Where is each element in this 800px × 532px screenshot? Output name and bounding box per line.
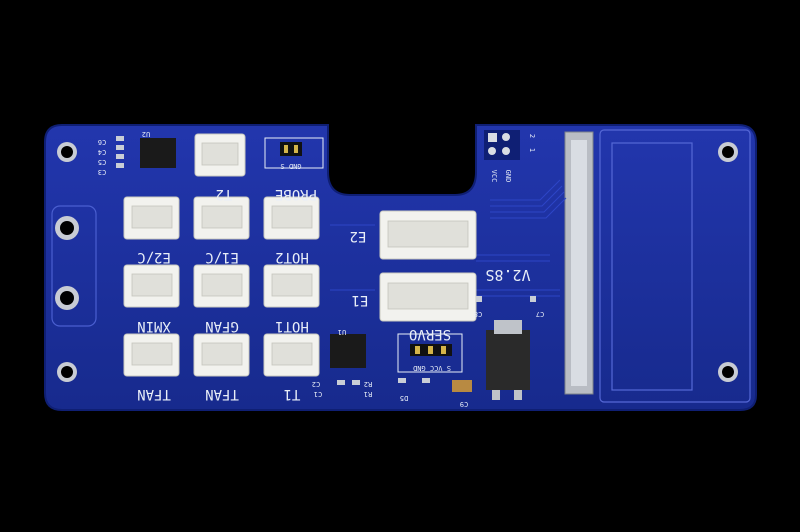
label-u2: U2 bbox=[142, 130, 150, 138]
label-servo: SERVO bbox=[409, 326, 451, 342]
label-e2c: E2/C bbox=[137, 249, 171, 265]
label-header-gnd: GND bbox=[504, 170, 512, 183]
label-num2: 2 bbox=[528, 134, 536, 138]
lcd-outline-outer bbox=[599, 129, 751, 403]
label-tfan2: TFAN bbox=[205, 386, 239, 402]
connector-slots bbox=[131, 142, 469, 366]
servo-header bbox=[397, 333, 463, 373]
ic-chips bbox=[140, 138, 530, 400]
label-gfan: GFAN bbox=[205, 318, 239, 334]
label-r1: R1 bbox=[364, 390, 372, 398]
smd-parts bbox=[116, 136, 536, 392]
label-u1: U1 bbox=[338, 328, 346, 336]
label-xmin: XMIN bbox=[137, 318, 171, 334]
label-probe: PROBE bbox=[275, 186, 317, 202]
label-num1: 1 bbox=[528, 148, 536, 152]
label-c8: C8 bbox=[474, 310, 482, 318]
probe-header bbox=[264, 137, 324, 169]
pcb-traces bbox=[330, 179, 567, 297]
ffc-connector bbox=[564, 131, 594, 395]
regulator bbox=[486, 330, 530, 390]
mounting-holes bbox=[55, 142, 738, 382]
label-hot2: HOT2 bbox=[275, 249, 309, 265]
label-c4: C4 bbox=[98, 148, 106, 156]
label-c1: C1 bbox=[314, 390, 322, 398]
label-c6: C6 bbox=[98, 138, 106, 146]
label-header-vcc: VCC bbox=[490, 170, 498, 183]
label-e1c: E1/C bbox=[205, 249, 239, 265]
ic-u2 bbox=[140, 138, 176, 168]
label-c3: C3 bbox=[98, 168, 106, 176]
label-servo-pins: S VCC GND bbox=[413, 364, 451, 372]
ic-u1 bbox=[330, 334, 366, 368]
label-r2: R2 bbox=[364, 380, 372, 388]
label-t1: T1 bbox=[284, 386, 301, 402]
label-c9: C9 bbox=[460, 400, 468, 408]
label-e2: E2 bbox=[350, 228, 367, 244]
left-edge-frame bbox=[51, 205, 97, 327]
label-hot1: HOT1 bbox=[275, 318, 309, 334]
silkscreen-small-labels: GND S S VCC GND VCC GND 1 2 U2 U1 C6 C4 … bbox=[98, 130, 544, 408]
label-c2: C2 bbox=[312, 380, 320, 388]
label-probe-pins: GND S bbox=[280, 162, 301, 170]
silkscreen-labels: V2.8S T2 PROBE E2 E1 E2/C E1/C HOT2 XMIN… bbox=[137, 186, 530, 402]
label-d5: D5 bbox=[400, 394, 408, 402]
label-e1: E1 bbox=[352, 292, 369, 308]
pin-header bbox=[484, 130, 520, 160]
label-t2: T2 bbox=[216, 186, 233, 202]
label-c7: C7 bbox=[536, 310, 544, 318]
label-version: V2.8S bbox=[485, 266, 530, 284]
lcd-outline-inner bbox=[611, 142, 693, 391]
label-c5: C5 bbox=[98, 158, 106, 166]
label-tfan1: TFAN bbox=[137, 386, 171, 402]
